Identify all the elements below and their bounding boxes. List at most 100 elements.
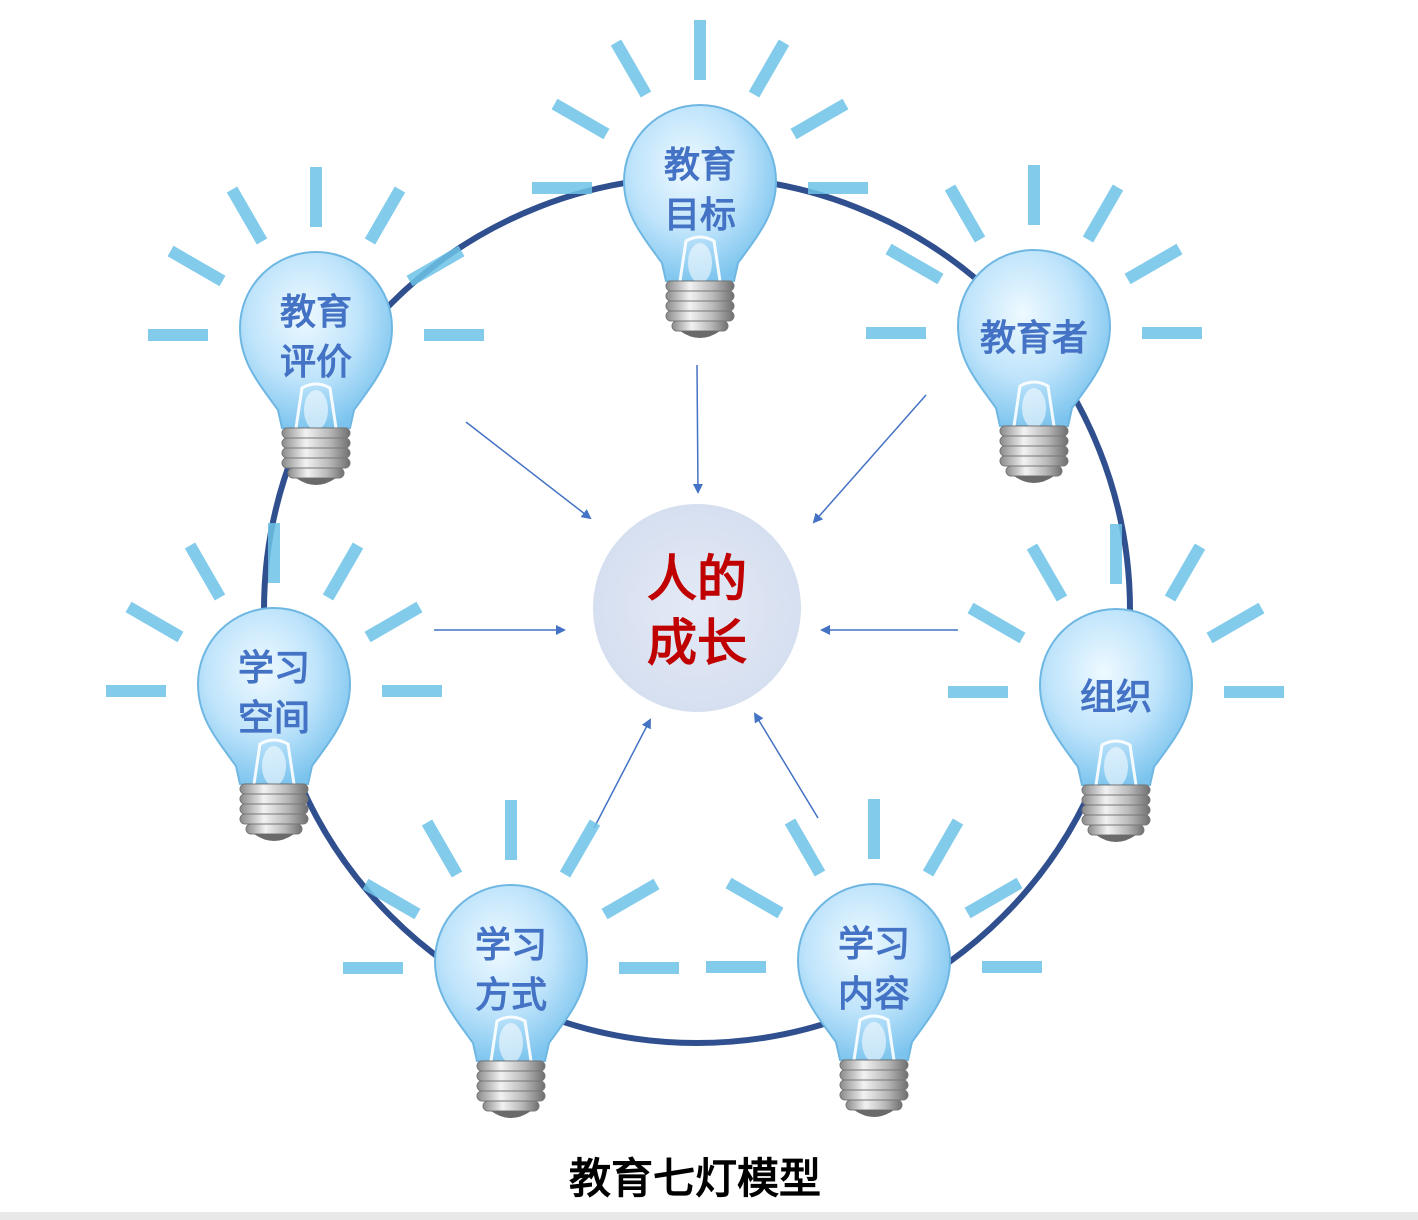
bulb-method-label-line-1: 学习 — [475, 924, 547, 966]
light-ray — [1082, 184, 1124, 243]
bulb-base-thread — [245, 823, 303, 835]
bulb-base-thread — [1081, 794, 1151, 806]
arrow-to-center — [753, 712, 819, 819]
light-ray — [322, 542, 364, 601]
bulb-space-rays — [106, 523, 442, 697]
bulb-glow — [262, 746, 286, 786]
diagram-caption: 教育七灯模型 — [569, 1154, 821, 1203]
light-ray — [167, 245, 226, 287]
bulb-organization: 组织 — [948, 524, 1284, 842]
bulb-base-thread — [1005, 465, 1063, 477]
bulb-base-thread — [287, 467, 345, 479]
bulb-base-thread — [845, 1099, 903, 1111]
bulb-base-thread — [476, 1060, 546, 1072]
light-ray — [226, 186, 268, 245]
light-ray — [784, 818, 826, 877]
bulb-glass — [196, 607, 352, 785]
bulb-base-tip — [1014, 476, 1054, 483]
bulb-base — [476, 1060, 546, 1118]
light-ray — [125, 601, 184, 643]
bulb-base-thread — [1087, 824, 1145, 836]
light-ray — [1206, 602, 1265, 644]
bulb-filament — [678, 235, 722, 282]
bulb-base-tip — [254, 834, 294, 841]
bulb-base-thread — [281, 427, 351, 439]
bulb-glow — [688, 243, 712, 283]
bulb-base-tip — [1096, 835, 1136, 842]
bulb-base-thread — [671, 320, 729, 332]
bulb-base-thread — [482, 1100, 540, 1112]
bulb-evaluation-label-line-1: 教育 — [280, 292, 352, 333]
bulb-base-thread — [665, 280, 735, 292]
bulb-base-thread — [839, 1079, 909, 1091]
arrows-group — [434, 364, 958, 829]
bulb-filament — [852, 1014, 896, 1061]
light-ray — [922, 818, 964, 877]
bulb-space-label-line-1: 学习 — [238, 647, 310, 689]
bulb-base — [999, 425, 1069, 483]
bulb-evaluation-label-line-2: 评价 — [280, 342, 352, 383]
center-circle — [593, 504, 801, 712]
light-ray — [1026, 543, 1068, 602]
bulb-base-thread — [281, 437, 351, 449]
bulb-base — [281, 427, 351, 485]
bulb-glass — [796, 883, 952, 1061]
bottom-scroll-strip — [0, 1212, 1418, 1220]
light-ray — [601, 878, 660, 920]
bulb-base-thread — [239, 793, 309, 805]
bulb-glass — [956, 249, 1112, 427]
bulb-base-thread — [281, 457, 351, 469]
bulb-organization-label-line-1: 组织 — [1080, 677, 1152, 718]
arrow-to-center — [465, 421, 592, 520]
bulb-filament — [1094, 739, 1138, 786]
bulb-base-thread — [281, 447, 351, 459]
bulb-organization-rays — [948, 524, 1284, 698]
center-node: 人的 成长 — [593, 504, 801, 712]
light-ray — [610, 39, 652, 98]
bulb-glass — [1038, 608, 1194, 786]
light-ray — [967, 602, 1026, 644]
light-ray — [184, 542, 226, 601]
bulb-glow — [862, 1022, 886, 1062]
bulb-goal-label-line-1: 教育 — [664, 145, 736, 186]
bulb-base-thread — [999, 455, 1069, 467]
bulb-educator-label-line-1: 教育者 — [980, 318, 1088, 359]
bulb-base-thread — [839, 1069, 909, 1081]
light-ray — [364, 601, 423, 643]
bulb-base-thread — [476, 1090, 546, 1102]
bulb-glass — [433, 884, 589, 1062]
bulb-base-thread — [665, 290, 735, 302]
bulb-base — [839, 1059, 909, 1117]
bulb-base-thread — [999, 445, 1069, 457]
bulb-space-label-line-2: 空间 — [238, 698, 310, 739]
light-ray — [944, 184, 986, 243]
bulb-base-thread — [839, 1059, 909, 1071]
light-ray — [551, 98, 610, 140]
bulb-educator-rays — [866, 165, 1202, 339]
bulb-glow — [304, 390, 328, 430]
bulb-base-thread — [999, 425, 1069, 437]
bulb-filament — [489, 1015, 533, 1062]
center-label-line-2: 成长 — [647, 614, 747, 672]
bulb-content-rays — [706, 799, 1042, 973]
bulb-goal-label-line-2: 目标 — [664, 195, 736, 236]
light-ray — [725, 877, 784, 919]
bulb-base-tip — [854, 1110, 894, 1117]
light-ray — [1124, 243, 1183, 285]
bulb-method-label-line-2: 方式 — [475, 975, 547, 1016]
arrow-to-center — [812, 394, 927, 524]
light-ray — [964, 877, 1023, 919]
bulb-base-thread — [1081, 814, 1151, 826]
bulb-base-thread — [239, 813, 309, 825]
bulb-base-thread — [476, 1080, 546, 1092]
bulb-base — [239, 783, 309, 841]
bulb-base-thread — [239, 803, 309, 815]
light-ray — [406, 245, 465, 287]
bulb-base-thread — [839, 1089, 909, 1101]
light-ray — [421, 819, 463, 878]
bulb-base-thread — [665, 310, 735, 322]
